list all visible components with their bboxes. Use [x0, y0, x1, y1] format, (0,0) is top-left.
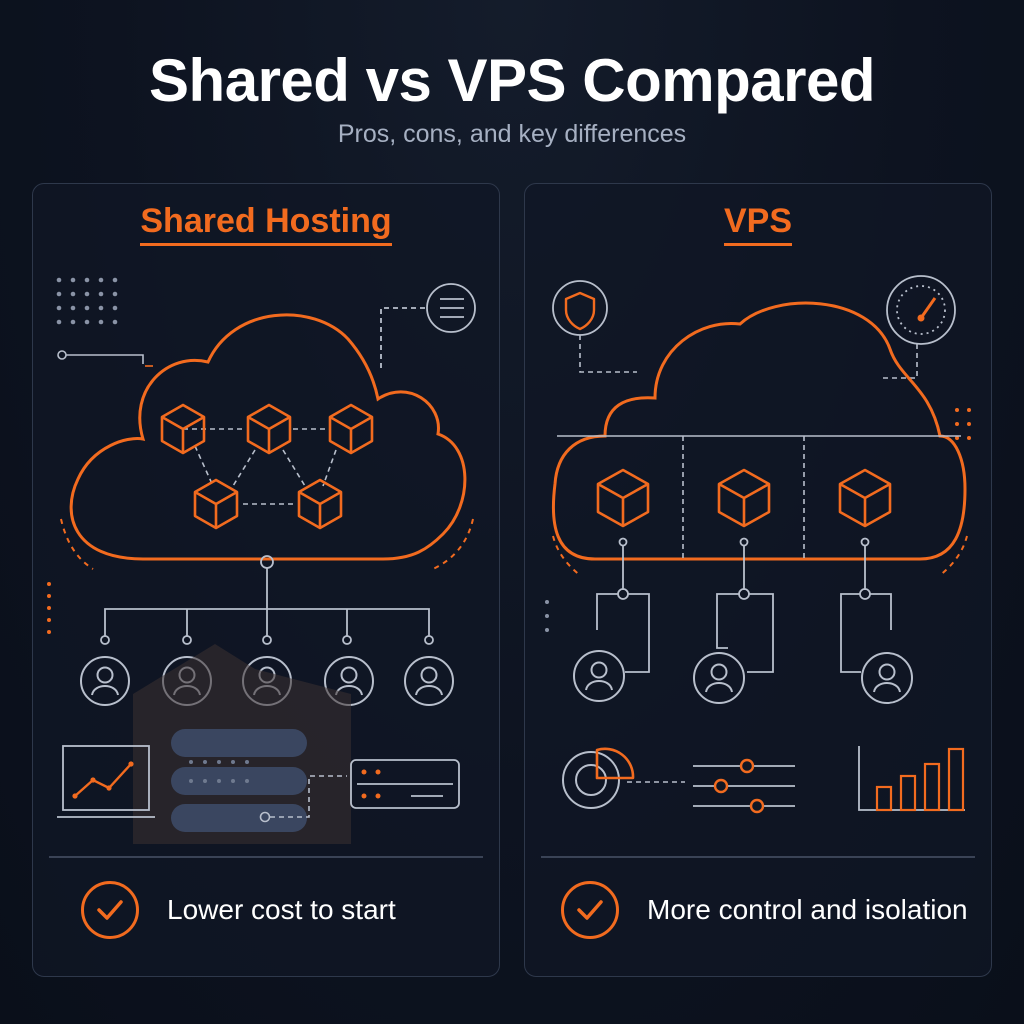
server-stack-icon [171, 729, 307, 832]
monitor-chart-icon [57, 745, 155, 818]
site-cube-icon [193, 478, 239, 530]
list-icon [380, 283, 476, 370]
vps-cube-icon [838, 468, 892, 528]
vps-cloud-icon [551, 301, 967, 561]
vps-panel: VPS [524, 183, 992, 977]
user-icon [693, 652, 745, 704]
vps-cube-icon [596, 468, 650, 528]
user-icon [80, 656, 130, 706]
shared-pro-text: Lower cost to start [167, 894, 396, 925]
site-cube-icon [297, 478, 343, 530]
site-cube-icon [160, 403, 206, 455]
shared-site-cubes [160, 403, 374, 530]
vps-pro-row: More control and isolation [561, 878, 968, 942]
page-title: Shared vs VPS Compared [149, 47, 875, 114]
vps-users [573, 650, 913, 704]
panel-divider [49, 856, 483, 858]
dot-column-decoration [545, 600, 549, 632]
checkmark-circle-icon [81, 881, 139, 939]
gauge-icon [881, 275, 956, 379]
page-subtitle: Pros, cons, and key differences [337, 120, 687, 148]
panel-divider [541, 856, 975, 858]
shield-icon [552, 280, 637, 373]
checkmark-circle-icon [561, 881, 619, 939]
dot-grid-decoration [56, 277, 118, 325]
vps-instance-cubes [596, 468, 892, 528]
shared-hosting-title: Shared Hosting [33, 202, 499, 246]
site-cube-icon [246, 403, 292, 455]
shared-pro-row: Lower cost to start [81, 878, 396, 942]
dot-column-decoration [47, 582, 51, 634]
user-icon [573, 650, 625, 702]
bar-chart-icon [858, 746, 965, 812]
vps-diagram [545, 275, 971, 814]
user-icon [861, 652, 913, 704]
sliders-icon [693, 758, 795, 814]
server-unit-icon [350, 759, 460, 809]
user-icon [404, 656, 454, 706]
pie-chart-icon [562, 747, 685, 809]
vps-title: VPS [525, 202, 991, 246]
dot-grid-decoration [955, 408, 971, 440]
shared-hosting-panel: Shared Hosting [32, 183, 500, 977]
shared-hosting-diagram [47, 277, 476, 844]
connector-line-decoration [57, 350, 153, 367]
vps-pro-text: More control and isolation [647, 894, 968, 925]
vps-cube-icon [717, 468, 771, 528]
shared-cloud-icon [69, 313, 467, 561]
site-cube-icon [328, 403, 374, 455]
